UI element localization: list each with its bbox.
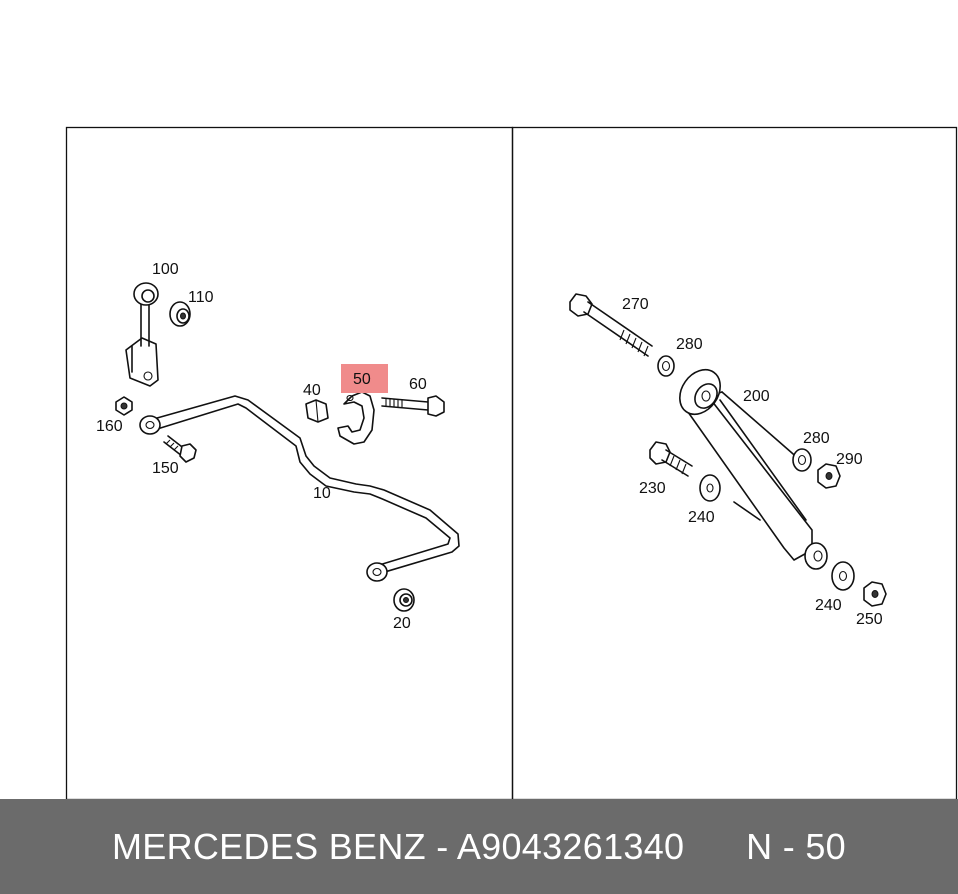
footer-bar: MERCEDES BENZ - A9043261340 N - 50 <box>0 799 958 894</box>
brand-name: MERCEDES BENZ <box>111 825 426 867</box>
label-280-top: 280 <box>676 336 703 353</box>
footer-separator: - <box>425 825 457 867</box>
part-number: A9043261340 <box>456 825 685 867</box>
highlight-box <box>341 364 388 393</box>
label-20: 20 <box>393 615 411 632</box>
washer-240-lower <box>831 561 855 591</box>
nut-20 <box>393 588 415 612</box>
nut-110 <box>169 301 191 327</box>
label-160: 160 <box>96 418 123 435</box>
nut-160 <box>115 396 133 416</box>
label-240-mid: 240 <box>688 509 715 526</box>
label-250: 250 <box>856 611 883 628</box>
bolt-60 <box>381 395 445 417</box>
bolt-270 <box>569 293 653 357</box>
label-280-mid: 280 <box>803 430 830 447</box>
label-10: 10 <box>313 485 331 502</box>
bolt-230 <box>649 441 693 477</box>
label-240-lower: 240 <box>815 597 842 614</box>
link-rod <box>125 282 159 387</box>
nut-250 <box>863 581 887 607</box>
washer-280-mid <box>792 448 812 472</box>
label-230: 230 <box>639 480 666 497</box>
label-110: 110 <box>188 289 214 306</box>
bolt-150 <box>163 435 197 463</box>
label-100: 100 <box>152 261 179 278</box>
left-panel-frame <box>65 126 514 801</box>
label-50: 50 <box>353 371 371 388</box>
label-40: 40 <box>303 382 321 399</box>
position-number: N - 50 <box>746 825 847 867</box>
label-290: 290 <box>836 451 863 468</box>
clamp-50 <box>337 391 375 445</box>
stabilizer-bar <box>139 395 460 582</box>
label-60: 60 <box>409 376 427 393</box>
bushing-40 <box>305 399 329 423</box>
shock-absorber-200 <box>679 368 828 570</box>
footer-gap <box>684 826 746 867</box>
washer-240-mid <box>699 474 721 502</box>
nut-290 <box>817 463 841 489</box>
washer-280-top <box>657 355 675 377</box>
label-150: 150 <box>152 460 179 477</box>
label-200: 200 <box>743 388 770 405</box>
footer-caption: MERCEDES BENZ - A9043261340 N - 50 <box>112 826 846 868</box>
label-270: 270 <box>622 296 649 313</box>
